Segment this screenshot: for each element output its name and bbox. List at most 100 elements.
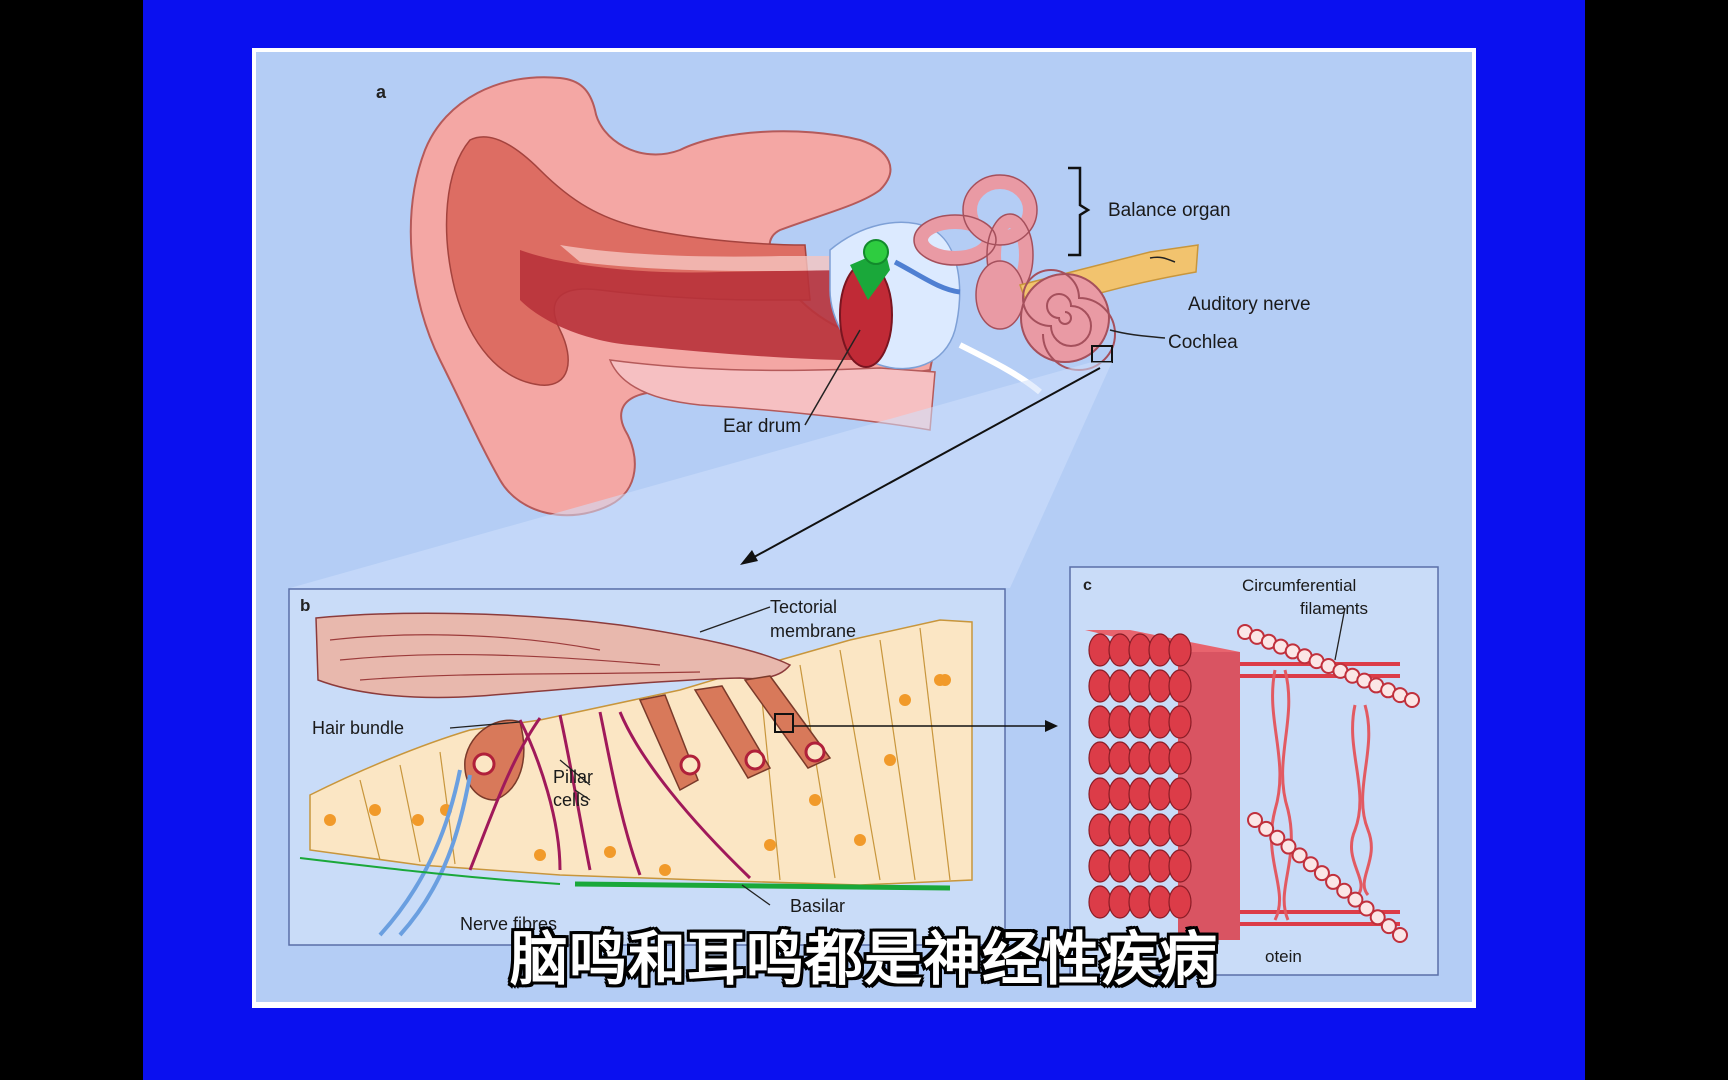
bead <box>1358 900 1375 917</box>
outer-hair-cells <box>638 675 832 792</box>
filament-end <box>1108 777 1132 811</box>
filament-end <box>1108 705 1132 739</box>
label-nerve-fibres: Nerve fibres <box>460 914 557 934</box>
filament-end <box>1128 669 1152 703</box>
filament-end <box>1128 705 1152 739</box>
label-basilar: Basilar <box>790 896 845 916</box>
filament-end <box>1168 633 1192 667</box>
filament-end <box>1168 849 1192 883</box>
tectorial-fibres <box>329 634 701 681</box>
filament-end <box>1168 705 1192 739</box>
panel-b-letter: b <box>300 596 310 615</box>
bead <box>1347 891 1364 908</box>
label-tectorial-2: membrane <box>770 621 856 641</box>
filament-end <box>1168 813 1192 847</box>
bead <box>1313 865 1330 882</box>
bead <box>1269 829 1286 846</box>
filament-end <box>1168 885 1192 919</box>
bead <box>1247 812 1263 828</box>
green-membrane-left <box>299 857 561 885</box>
filament-end <box>1148 633 1172 667</box>
filament-block-side <box>1178 652 1240 940</box>
cell-walls <box>359 627 951 881</box>
circumferential-beads <box>1237 624 1420 943</box>
label-cochlea: Cochlea <box>1168 332 1238 353</box>
label-circ-1: Circumferential <box>1242 576 1356 595</box>
nerve-fibres <box>378 769 472 937</box>
panel-b: b <box>288 588 1058 946</box>
zoom-arrow <box>744 367 1101 563</box>
filament-end <box>1128 633 1152 667</box>
filament-end <box>1128 813 1152 847</box>
label-protein: otein <box>1265 947 1302 966</box>
filament-end <box>1088 849 1112 883</box>
zoom-wedge <box>290 362 1112 588</box>
balance-bracket <box>1068 166 1091 257</box>
ossicle-head <box>863 239 889 265</box>
filament-end <box>1108 633 1132 667</box>
basilar-membrane <box>574 881 951 891</box>
label-tectorial-1: Tectorial <box>770 597 837 617</box>
bead <box>1336 882 1353 899</box>
cochlea <box>1020 273 1110 363</box>
label-circ-2: filaments <box>1300 599 1368 618</box>
filament-end-grid <box>1088 633 1192 919</box>
detail-arrowhead <box>1045 720 1058 732</box>
leader-lines-b <box>449 606 771 906</box>
bead <box>1302 856 1319 873</box>
filament-end <box>1088 813 1112 847</box>
filament-end <box>1148 813 1172 847</box>
panel-c-letter: c <box>1083 577 1092 594</box>
bead <box>1280 838 1297 855</box>
ear-canal <box>520 250 905 360</box>
filament-end <box>1128 777 1152 811</box>
bead <box>1369 909 1386 926</box>
pillar-cells <box>468 711 752 880</box>
ear-canal-highlight <box>560 245 840 272</box>
filament-end <box>1148 741 1172 775</box>
filament-end <box>1108 741 1132 775</box>
filament-end <box>1128 849 1152 883</box>
bead <box>1291 847 1308 864</box>
filament-detail-box <box>774 713 794 733</box>
label-pillar-2: cells <box>553 790 589 810</box>
vestibule <box>975 260 1025 330</box>
filament-end <box>1108 813 1132 847</box>
label-pillar-1: Pillar <box>553 767 593 787</box>
leader-lines-a <box>804 256 1176 426</box>
filament-end <box>1088 669 1112 703</box>
bead <box>1392 927 1408 943</box>
inner-hair-cell <box>464 719 525 801</box>
bead <box>1380 918 1397 935</box>
filament-end <box>1108 849 1132 883</box>
filament-end <box>1148 705 1172 739</box>
zoom-arrowhead <box>740 550 758 565</box>
video-subtitle: 脑鸣和耳鸣都是神经性疾病 <box>509 925 1218 993</box>
bead <box>1404 692 1420 708</box>
filament-end <box>1148 777 1172 811</box>
panel-c: c Circumferential filaments otein <box>1069 566 1439 976</box>
leader-circ <box>1334 607 1346 661</box>
filament-end <box>1088 741 1112 775</box>
filament-end <box>1108 669 1132 703</box>
filament-end <box>1168 669 1192 703</box>
filament-end <box>1148 849 1172 883</box>
cochlea-spiral <box>1022 269 1116 371</box>
panel-a: a <box>290 76 1311 588</box>
filament-end <box>1088 777 1112 811</box>
label-ear-drum: Ear drum <box>723 416 801 437</box>
label-balance-organ: Balance organ <box>1108 200 1231 221</box>
cross-links <box>1270 669 1373 921</box>
bead <box>1325 873 1342 890</box>
filament-end <box>1128 741 1152 775</box>
filament-end <box>1088 633 1112 667</box>
filament-end <box>1148 669 1172 703</box>
filament-end <box>1168 741 1192 775</box>
filament-end <box>1168 777 1192 811</box>
label-auditory-nerve: Auditory nerve <box>1188 294 1311 315</box>
label-hair-bundle: Hair bundle <box>312 718 404 738</box>
stapes <box>893 259 961 295</box>
panel-a-letter: a <box>376 82 387 102</box>
bead <box>1258 820 1275 837</box>
